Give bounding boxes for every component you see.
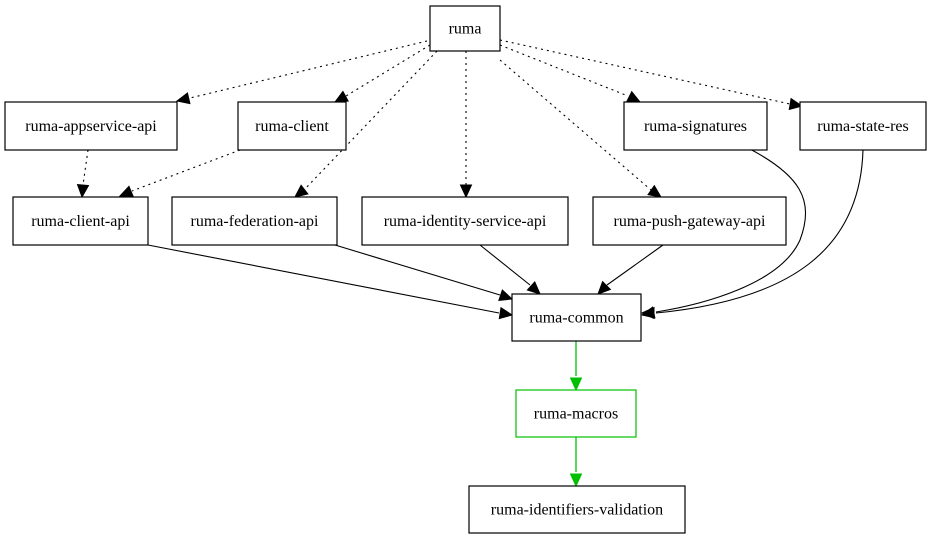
arrowhead (459, 184, 473, 199)
edge-line (499, 44, 629, 97)
arrowhead (647, 184, 662, 198)
node-client: ruma-client (237, 101, 347, 151)
edge-push-gateway-api-to-common (597, 244, 664, 295)
node-federation-api: ruma-federation-api (171, 196, 338, 246)
node-label: ruma-push-gateway-api (614, 213, 766, 230)
node-box (799, 101, 927, 151)
edge-ruma-to-federation-api (294, 50, 438, 198)
edge-line (345, 44, 431, 97)
node-label: ruma (449, 21, 482, 38)
node-box (237, 101, 347, 151)
edge-line (479, 244, 531, 286)
edge-appservice-api-to-client-api (76, 149, 90, 199)
node-box (171, 196, 338, 246)
edge-line (131, 149, 241, 192)
node-macros: ruma-macros (515, 389, 637, 438)
edge-line (303, 50, 438, 191)
edge-ruma-to-signatures (499, 44, 642, 103)
arrowhead (597, 280, 612, 295)
nodes-layer: ruma ruma-appservice-api ruma-client ruma-s… (4, 5, 927, 534)
edge-client-api-to-common (147, 244, 514, 320)
arrowhead (640, 306, 655, 320)
edge-line (334, 244, 501, 296)
node-label: ruma-identifiers-validation (491, 502, 663, 519)
node-client-api: ruma-client-api (12, 196, 149, 246)
edge-ruma-to-appservice-api (175, 40, 428, 105)
node-box (361, 196, 569, 246)
edge-federation-api-to-common (334, 244, 514, 302)
node-label: ruma-macros (534, 406, 618, 423)
arrowhead (76, 184, 90, 199)
edge-line (499, 39, 791, 105)
edge-ruma-to-push-gateway-api (499, 59, 662, 198)
node-ruma: ruma (429, 5, 501, 52)
edge-state-res-to-common (640, 149, 864, 320)
node-signatures: ruma-signatures (623, 101, 768, 151)
node-label: ruma-common (529, 310, 623, 327)
node-box (623, 101, 768, 151)
arrowhead (498, 306, 514, 320)
node-identity-service-api: ruma-identity-service-api (361, 196, 569, 246)
node-label: ruma-state-res (817, 118, 909, 135)
edges-layer (76, 39, 864, 488)
edge-line (147, 244, 500, 314)
node-box (429, 5, 501, 52)
node-box (592, 196, 787, 246)
node-label: ruma-appservice-api (25, 118, 157, 135)
node-box (12, 196, 149, 246)
node-label: ruma-signatures (644, 118, 747, 135)
node-identifiers-validation: ruma-identifiers-validation (468, 485, 686, 534)
edge-line (655, 147, 807, 313)
arrowhead (626, 90, 642, 103)
node-label: ruma-client-api (31, 213, 130, 230)
edge-identity-service-api-to-common (479, 244, 541, 295)
node-push-gateway-api: ruma-push-gateway-api (592, 196, 787, 246)
node-box (468, 485, 686, 534)
edge-client-to-client-api (118, 149, 241, 197)
node-label: ruma-identity-service-api (384, 213, 547, 230)
edge-ruma-to-identity-service-api (459, 51, 473, 199)
edge-ruma-to-state-res (499, 39, 804, 111)
edge-common-to-macros (569, 341, 583, 392)
arrowhead (526, 280, 541, 295)
node-box (515, 389, 637, 438)
edge-line (655, 149, 864, 314)
node-common: ruma-common (511, 293, 642, 342)
arrowhead (569, 377, 583, 392)
arrowhead (333, 90, 349, 103)
arrowhead (294, 184, 309, 198)
arrowhead (118, 185, 134, 197)
arrowhead (788, 97, 804, 111)
edge-line (82, 149, 89, 186)
edge-macros-to-identifiers-validation (569, 437, 583, 488)
node-box (511, 293, 642, 342)
edge-line (606, 244, 664, 286)
arrowhead (498, 289, 514, 302)
arrowhead (569, 473, 583, 488)
arrowhead (175, 92, 191, 105)
node-state-res: ruma-state-res (799, 101, 927, 151)
edge-line (189, 40, 428, 99)
node-label: ruma-client (255, 118, 329, 135)
node-label: ruma-federation-api (191, 213, 319, 230)
node-box (4, 101, 178, 151)
node-appservice-api: ruma-appservice-api (4, 101, 178, 151)
